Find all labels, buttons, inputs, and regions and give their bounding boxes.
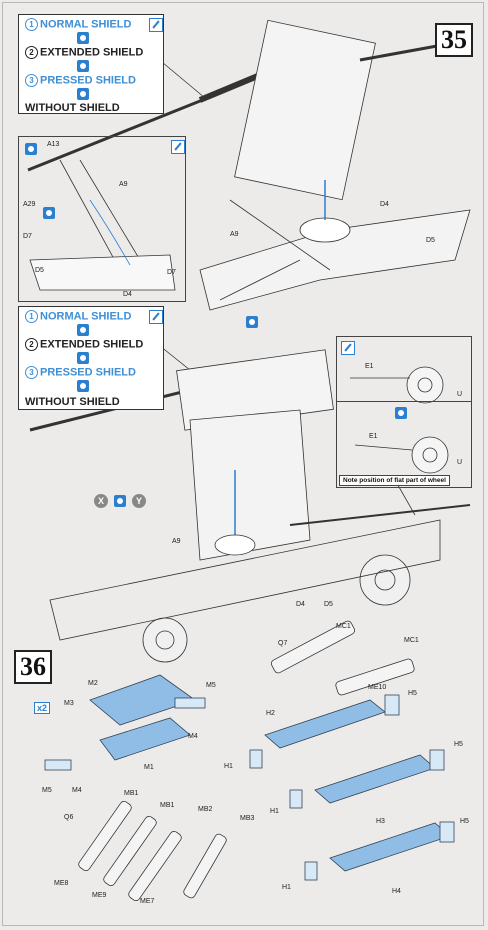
label-h5: H5 [460, 818, 469, 825]
label-e1: E1 [365, 363, 374, 370]
label-me7: ME7 [140, 898, 155, 905]
label-e1: E1 [369, 433, 378, 440]
label-mb1: MB1 [160, 802, 175, 809]
label-a9: A9 [172, 538, 181, 545]
step-number-36: 36 [14, 650, 52, 684]
badge-y: Y [132, 494, 146, 508]
subassembly-icon [77, 352, 89, 364]
pen-icon [149, 18, 163, 32]
pen-icon [149, 310, 163, 324]
subassembly-icon [77, 380, 89, 392]
wheel-detail-inset: E1 U E1 U Note position of flat part of … [336, 336, 472, 488]
wheel-note: Note position of flat part of wheel [339, 475, 450, 486]
label-q7: Q7 [278, 640, 288, 647]
label-h5: H5 [408, 690, 417, 697]
pen-icon [171, 140, 185, 154]
label-m4: M4 [72, 787, 82, 794]
subassembly-icon [114, 495, 126, 507]
label-m3: M3 [64, 700, 74, 707]
label-h1: H1 [282, 884, 291, 891]
figure-icon [25, 143, 37, 155]
label-mc1: MC1 [336, 623, 351, 630]
label-a13: A13 [47, 141, 60, 148]
label-d7: D7 [167, 269, 176, 276]
label-m5: M5 [206, 682, 216, 689]
label-me8: ME8 [54, 880, 69, 887]
step-number-35: 35 [435, 23, 473, 57]
label-mb1: MB1 [124, 790, 139, 797]
detail-inset-trail: A13 A9 A29 D7 D5 D4 D7 [18, 136, 186, 302]
label-u: U [457, 391, 463, 398]
label-d5: D5 [426, 237, 435, 244]
subassembly-icon [77, 32, 89, 44]
label-d5: D5 [324, 601, 333, 608]
label-me9: ME9 [92, 892, 107, 899]
label-mb2: MB2 [198, 806, 213, 813]
label-m1: M1 [144, 764, 154, 771]
quantity-x2: x2 [34, 702, 51, 714]
label-me10: ME10 [368, 684, 387, 691]
label-a29: A29 [23, 201, 36, 208]
subassembly-icon [395, 407, 407, 419]
label-d4: D4 [123, 291, 132, 298]
label-a9: A9 [119, 181, 128, 188]
label-d4: D4 [380, 201, 389, 208]
label-q6: Q6 [64, 814, 74, 821]
label-d5: D5 [35, 267, 44, 274]
label-h1: H1 [224, 763, 233, 770]
subassembly-icon [77, 60, 89, 72]
label-h3: H3 [376, 818, 385, 825]
label-h2: H2 [266, 710, 275, 717]
label-d7: D7 [23, 233, 32, 240]
legend-item-without-shield: WITHOUT SHIELD [25, 102, 120, 114]
pen-icon [341, 341, 355, 355]
label-h4: H4 [392, 888, 401, 895]
label-h5: H5 [454, 741, 463, 748]
label-m2: M2 [88, 680, 98, 687]
legend-item-without-shield: WITHOUT SHIELD [25, 396, 120, 408]
label-mc1: MC1 [404, 637, 419, 644]
label-m5: M5 [42, 787, 52, 794]
label-m4: M4 [188, 733, 198, 740]
label-h1: H1 [270, 808, 279, 815]
figure-icon [43, 207, 55, 219]
subassembly-icon [77, 88, 89, 100]
subassembly-icon [246, 316, 258, 328]
divider [337, 401, 471, 402]
subassembly-icon [77, 324, 89, 336]
label-u: U [457, 459, 463, 466]
label-d4: D4 [296, 601, 305, 608]
badge-x: X [94, 494, 108, 508]
label-mb3: MB3 [240, 815, 255, 822]
label-a9: A9 [230, 231, 239, 238]
